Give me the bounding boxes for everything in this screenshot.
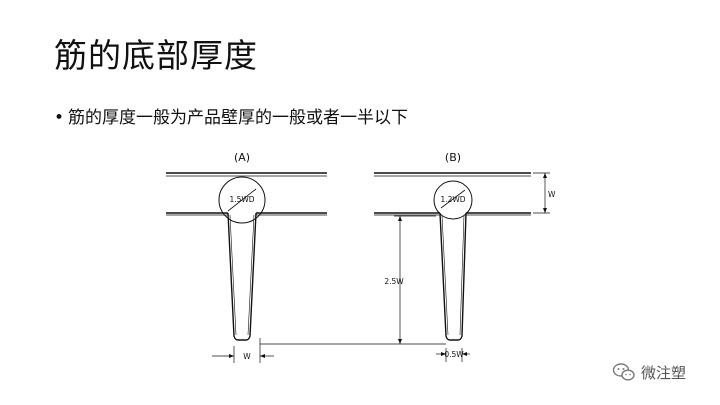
circle-a-diameter-line: [227, 188, 257, 212]
watermark: 微注塑: [612, 360, 686, 384]
dim-height-label: 2.5W: [384, 277, 404, 286]
watermark-text: 微注塑: [641, 363, 687, 382]
dim-tip-label: 0.5W: [444, 350, 464, 359]
rib-diagram-svg: (A) 1.5WD: [166, 151, 556, 363]
dim-tip: [436, 348, 470, 362]
bullet-dot: •: [54, 108, 65, 128]
bullet-text: 筋的厚度一般为产品壁厚的一般或者一半以下: [68, 108, 408, 128]
circle-b-diameter-line: [440, 189, 466, 209]
page-title: 筋的底部厚度: [54, 36, 258, 75]
figure-b-label: (B): [445, 151, 461, 164]
bullet-item: •筋的厚度一般为产品壁厚的一般或者一半以下: [54, 105, 408, 131]
dim-height: [394, 215, 436, 344]
dim-w-bottom-label: W: [243, 352, 251, 361]
figure-a-label: (A): [234, 151, 250, 164]
circle-b-label: 1.2WD: [440, 195, 465, 204]
circle-b: [433, 180, 473, 220]
circle-a-label: 1.5WD: [229, 195, 254, 204]
rib-b: [439, 212, 467, 341]
dim-w-right: [533, 172, 550, 214]
rib-thickness-diagram: (A) 1.5WD: [150, 138, 570, 370]
circle-a: [218, 176, 266, 224]
wechat-logo-icon: [612, 363, 635, 381]
wall-a: [166, 172, 327, 216]
dim-w-right-label: W: [548, 190, 556, 199]
wall-b: [374, 172, 531, 216]
rib-a: [227, 212, 257, 341]
dim-w-bottom: [212, 338, 274, 363]
